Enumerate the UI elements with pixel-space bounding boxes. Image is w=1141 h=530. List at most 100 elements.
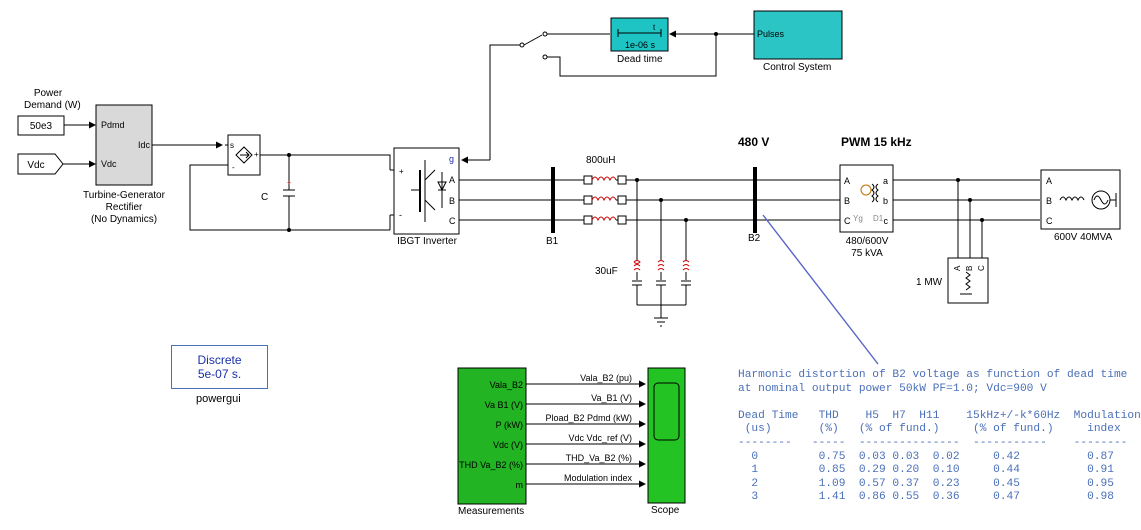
wire-dc-positive — [260, 154, 391, 170]
inverter-port-a: A — [449, 175, 455, 185]
svg-text:-: - — [232, 163, 235, 172]
load-name-label: 1 MW — [916, 277, 943, 288]
annotation-row: 0 0.75 0.03 0.03 0.02 0.42 0.87 — [738, 450, 1114, 463]
xfmr-port-B: B — [844, 196, 850, 206]
pwm-label: PWM 15 kHz — [841, 135, 912, 149]
scope-signals: Vala_B2 (pu) Va_B1 (V) Pload_B2 Pdmd (kW… — [526, 373, 646, 488]
meas-port-0: Vala_B2 — [490, 380, 523, 390]
meas-port-2: P (kW) — [496, 420, 523, 430]
wire-dc-negative — [189, 164, 390, 231]
source-name-label: 600V 40MVA — [1054, 232, 1113, 243]
source-600v-40mva[interactable]: A B C — [1040, 169, 1121, 230]
transformer-name-label: 480/600V 75 kVA — [845, 236, 889, 259]
svg-text:+: + — [254, 150, 259, 159]
current-source-s: s — [230, 141, 234, 150]
control-system-block[interactable]: Pulses — [753, 10, 843, 60]
rectifier-port-pdmd: Pdmd — [101, 120, 125, 130]
load-port-B: B — [965, 266, 974, 271]
load-1mw[interactable]: A B C — [947, 178, 989, 304]
capacitor-30uf-label: 30uF — [595, 266, 618, 277]
annotation-row: 2 1.09 0.57 0.37 0.23 0.45 0.95 — [738, 477, 1114, 490]
dead-time-name-label: Dead time — [617, 54, 663, 65]
controlled-current-source[interactable]: s - + — [227, 134, 261, 176]
annotation-row: 1 0.85 0.29 0.20 0.10 0.44 0.91 — [738, 464, 1114, 477]
rectifier-name-label: Turbine-Generator Rectifier (No Dynamics… — [83, 190, 165, 225]
bus-b1[interactable] — [551, 167, 555, 233]
constant-value: 50e3 — [30, 121, 53, 132]
inverter-port-c: C — [449, 216, 456, 226]
inverter-name-label: IBGT Inverter — [397, 236, 457, 247]
power-demand-constant[interactable]: 50e3 — [17, 115, 65, 136]
xfmr-port-b: b — [883, 196, 888, 206]
dc-capacitor[interactable]: + — [283, 155, 295, 230]
scope-block[interactable] — [647, 367, 686, 504]
powergui-name-label: powergui — [196, 393, 241, 405]
manual-switch[interactable] — [519, 31, 548, 60]
load-port-A: A — [953, 265, 962, 271]
dead-time-t: t — [653, 23, 656, 32]
xfmr-port-C: C — [844, 216, 851, 226]
load-port-C: C — [977, 265, 986, 271]
control-system-name-label: Control System — [763, 62, 832, 73]
capacitor-bank-30uf[interactable] — [632, 178, 691, 327]
inverter-port-g: g — [449, 154, 454, 164]
source-port-A: A — [1046, 176, 1052, 186]
signal-label-3: Vdc Vdc_ref (V) — [568, 433, 632, 443]
meas-port-5: m — [516, 480, 524, 490]
source-port-C: C — [1046, 216, 1053, 226]
vdc-input-label: Vdc — [27, 160, 44, 171]
igbt-inverter[interactable]: + - g A B C — [393, 147, 460, 235]
voltage-480-label: 480 V — [738, 135, 770, 149]
xfmr-port-A: A — [844, 176, 850, 186]
annotation-header-1: Dead Time THD H5 H7 H11 15kHz+/-k*60Hz M… — [738, 409, 1141, 422]
vdc-goto-block[interactable]: Vdc — [17, 153, 64, 175]
bus-b2-label: B2 — [748, 233, 761, 244]
wire-bypass — [547, 34, 717, 77]
annotation-header-2: (us) (%) (% of fund.) (% of fund.) index — [738, 423, 1121, 436]
turbine-generator-rectifier[interactable]: Pdmd Vdc Idc — [95, 104, 153, 186]
bus-b1-label: B1 — [546, 236, 559, 247]
control-pulses-port: Pulses — [757, 29, 785, 39]
signal-label-5: Modulation index — [564, 473, 633, 483]
measurements-name-label: Measurements — [458, 506, 525, 517]
scope-name-label: Scope — [651, 505, 680, 516]
powergui-block[interactable]: Discrete 5e-07 s. — [171, 345, 268, 389]
capacitor-c-label: C — [261, 192, 268, 203]
annotation-title-2: at nominal output power 50kW PF=1.0; Vdc… — [738, 382, 1047, 395]
annotation-link-line — [762, 214, 879, 365]
meas-port-1: Va B1 (V) — [485, 400, 523, 410]
signal-label-2: Pload_B2 Pdmd (kW) — [545, 413, 632, 423]
annotation-separator: -------- ----- --------------- ---------… — [738, 436, 1128, 449]
annotation-title-1: Harmonic distortion of B2 voltage as fun… — [738, 369, 1128, 381]
xfmr-port-c: c — [884, 216, 889, 226]
rectifier-port-idc: Idc — [138, 140, 151, 150]
three-phase-lines — [459, 179, 1040, 221]
signal-label-4: THD_Va_B2 (%) — [566, 453, 632, 463]
transformer-480-600v[interactable]: A B C a b c Yg D1 — [839, 164, 894, 233]
signal-label-1: Va_B1 (V) — [591, 393, 632, 403]
power-demand-label: Power Demand (W) — [24, 88, 81, 111]
xfmr-port-a: a — [883, 176, 888, 186]
bus-b2[interactable] — [753, 167, 757, 233]
measurements-block[interactable]: Vala_B2 Va B1 (V) P (kW) Vdc (V) THD Va_… — [457, 367, 527, 505]
powergui-sample-time: 5e-07 s. — [197, 367, 242, 381]
annotation-row: 3 1.41 0.86 0.55 0.36 0.47 0.98 — [738, 491, 1114, 504]
rectifier-port-vdc: Vdc — [101, 159, 117, 169]
inverter-plus: + — [399, 167, 404, 176]
meas-port-4: THD Va_B2 (%) — [459, 460, 523, 470]
dead-time-value: 1e-06 s — [625, 40, 656, 50]
harmonic-distortion-annotation: Harmonic distortion of B2 voltage as fun… — [738, 369, 1141, 505]
xfmr-d1: D1 — [873, 214, 884, 223]
signal-label-0: Vala_B2 (pu) — [580, 373, 632, 383]
meas-port-3: Vdc (V) — [493, 440, 523, 450]
inductor-label: 800uH — [586, 155, 616, 166]
xfmr-yg: Yg — [853, 214, 863, 223]
dead-time-block[interactable]: t 1e-06 s — [610, 17, 669, 52]
svg-text:+: + — [287, 180, 291, 187]
inverter-port-b: B — [449, 196, 455, 206]
source-port-B: B — [1046, 196, 1052, 206]
inductors-800uh[interactable] — [583, 175, 627, 225]
inverter-minus: - — [399, 210, 402, 220]
powergui-mode: Discrete — [197, 353, 242, 367]
